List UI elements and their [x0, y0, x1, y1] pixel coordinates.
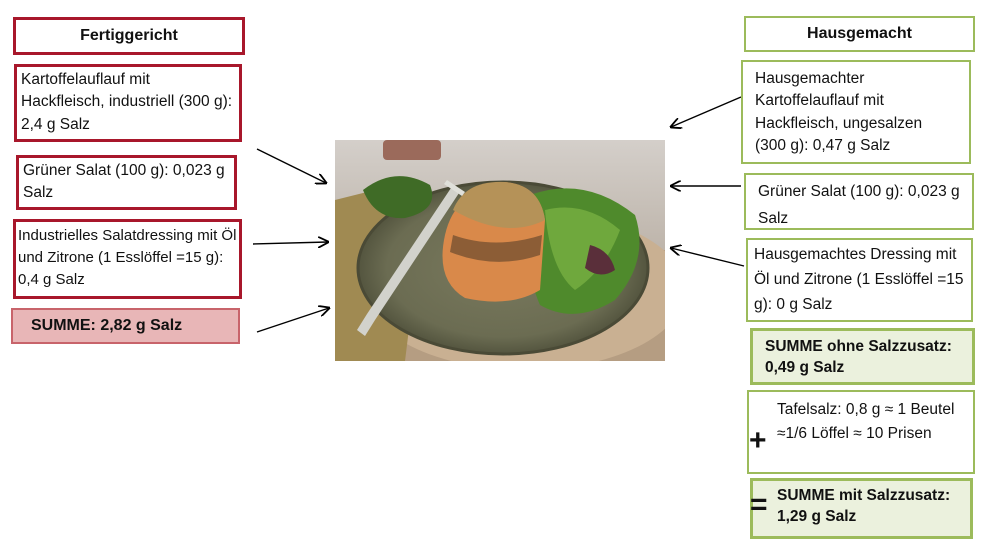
right-item-dressing: Hausgemachtes Dressing mit Öl und Zitron…: [746, 238, 973, 322]
left-item-casserole: Kartoffelauflauf mit Hackfleisch, indust…: [14, 64, 242, 142]
plus-sign: +: [749, 424, 767, 457]
salad-left: [363, 176, 433, 219]
left-sum: SUMME: 2,82 g Salz: [11, 308, 240, 344]
right-table-salt: Tafelsalz: 0,8 g ≈ 1 Beutel ≈1/6 Löffel …: [747, 390, 975, 474]
right-item-salad: Grüner Salat (100 g): 0,023 g Salz: [744, 173, 974, 230]
right-item-casserole: Hausgemachter Kartoffelauflauf mit Hackf…: [741, 60, 971, 164]
hausgemacht-header: Hausgemacht: [744, 16, 975, 52]
fork: [357, 185, 461, 336]
arrow-left-sum: [256, 308, 329, 333]
left-item-dressing-text: Industrielles Salatdressing mit Öl und Z…: [18, 227, 237, 288]
right-item-casserole-text: Hausgemachter Kartoffelauflauf mit Hackf…: [755, 70, 923, 155]
casserole-meat: [450, 235, 542, 262]
left-sum-text: SUMME: 2,82 g Salz: [31, 317, 183, 335]
right-item-dressing-text: Hausgemachtes Dressing mit Öl und Zitron…: [754, 246, 964, 313]
right-sum-without: SUMME ohne Salzzusatz: 0,49 g Salz: [750, 328, 975, 385]
glass: [383, 140, 441, 160]
fertiggericht-header: Fertiggericht: [13, 17, 245, 55]
right-sum-without-text: SUMME ohne Salzzusatz: 0,49 g Salz: [765, 338, 952, 376]
fork-tines: [444, 180, 465, 196]
salad-right-highlight: [545, 207, 620, 290]
hausgemacht-header-label: Hausgemacht: [807, 25, 912, 43]
casserole-with-salad-photo: [335, 140, 665, 361]
arrow-left-dressing: [252, 242, 328, 244]
arrow-left-casserole: [256, 148, 326, 183]
left-item-dressing: Industrielles Salatdressing mit Öl und Z…: [13, 219, 242, 299]
fertiggericht-header-label: Fertiggericht: [80, 27, 178, 45]
left-item-salad: Grüner Salat (100 g): 0,023 g Salz: [16, 155, 237, 210]
arrow-right-dressing: [671, 248, 745, 267]
arrow-right-casserole: [671, 96, 742, 127]
right-sum-with: SUMME mit Salzzusatz: 1,29 g Salz: [750, 478, 973, 539]
right-table-salt-text: Tafelsalz: 0,8 g ≈ 1 Beutel ≈1/6 Löffel …: [777, 401, 955, 443]
left-item-salad-text: Grüner Salat (100 g): 0,023 g Salz: [23, 162, 225, 202]
left-item-casserole-text: Kartoffelauflauf mit Hackfleisch, indust…: [21, 71, 233, 133]
equals-sign: =: [750, 488, 768, 521]
right-item-salad-text: Grüner Salat (100 g): 0,023 g Salz: [758, 183, 960, 228]
salad-right-dark: [585, 245, 615, 275]
casserole-topping: [453, 181, 545, 228]
right-sum-with-text: SUMME mit Salzzusatz: 1,29 g Salz: [777, 487, 951, 525]
